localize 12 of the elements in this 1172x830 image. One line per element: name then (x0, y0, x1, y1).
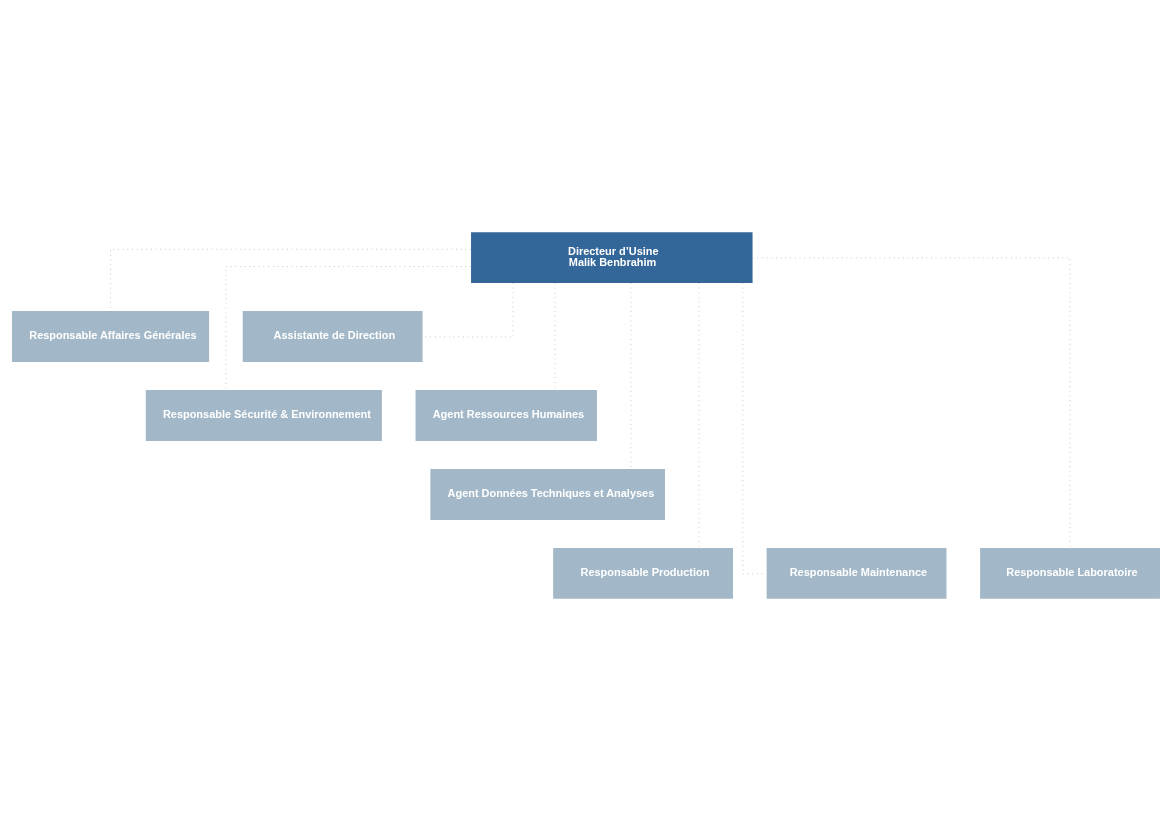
node-box: Responsable Production (553, 547, 733, 599)
node-box: Responsable Maintenance (766, 547, 947, 599)
node-box: Responsable Sécurité & Environnement (145, 389, 382, 441)
node-box: Agent Ressources Humaines (415, 389, 597, 441)
node-box: Directeur d’Usine Malik Benbrahim (471, 231, 753, 283)
connector (225, 265, 472, 390)
node-box: Responsable Affaires Générales (12, 310, 210, 362)
node-box: Responsable Laboratoire (980, 547, 1160, 599)
node-box: Assistante de Direction (242, 310, 423, 362)
node-box: Agent Données Techniques et Analyses (430, 468, 665, 520)
connector (110, 248, 472, 311)
connector (752, 257, 1071, 548)
